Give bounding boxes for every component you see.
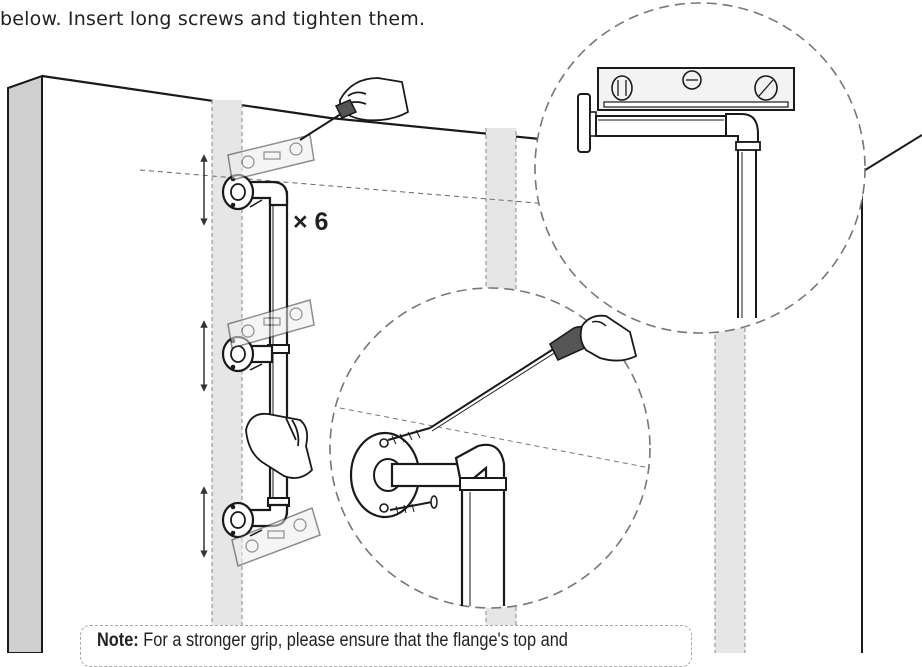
note-body: For a stronger grip, please ensure that …	[143, 630, 568, 651]
hand-icon	[579, 314, 638, 362]
flange-icon	[221, 173, 255, 211]
note-text: Note: For a stronger grip, please ensure…	[97, 630, 568, 652]
right-wall	[861, 134, 922, 653]
level-guide-line	[139, 169, 561, 206]
level-icon	[227, 299, 315, 349]
detail-circle-screws	[329, 287, 651, 609]
wall-top-edge	[41, 74, 551, 142]
stud-3	[714, 300, 746, 653]
screw-icon	[387, 427, 431, 445]
detail-circle-level	[534, 2, 866, 334]
multiplier-label: × 6	[293, 208, 328, 236]
screw-icon	[389, 495, 438, 515]
screw-icon	[249, 199, 263, 537]
flange-icon	[221, 335, 255, 373]
level-icon	[227, 134, 315, 181]
wall	[7, 74, 922, 653]
note-label: Note:	[97, 630, 139, 651]
wall-side-edge	[7, 74, 43, 653]
flange-icon	[577, 93, 591, 153]
screwdriver-icon	[299, 99, 358, 141]
hand-icon	[245, 412, 313, 479]
flange-icon	[221, 501, 255, 539]
note-box: Note: For a stronger grip, please ensure…	[80, 625, 692, 667]
instruction-text: below. Insert long screws and tighten th…	[0, 8, 426, 30]
level-icon	[231, 506, 321, 568]
installation-diagram: × 6	[7, 2, 922, 653]
